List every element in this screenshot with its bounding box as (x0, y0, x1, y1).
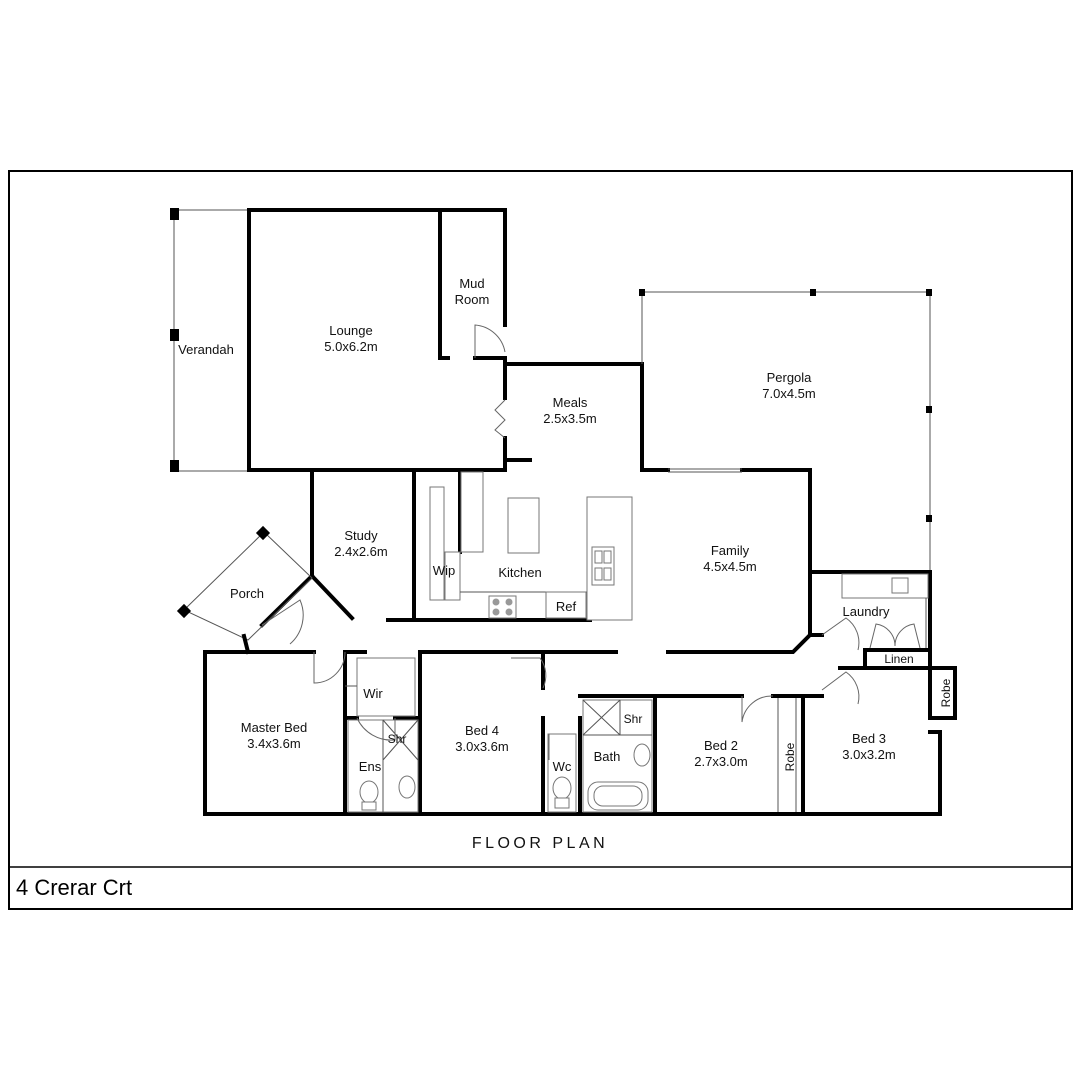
floor-plan-title: FLOOR PLAN (472, 835, 608, 852)
page-frame (8, 170, 1073, 910)
ens-label: Ens (359, 759, 382, 774)
lounge-bifold-door (494, 399, 506, 439)
bedroom-wing-walls (203, 650, 957, 816)
bed3-size: 3.0x3.2m (842, 747, 895, 762)
linen-label: Linen (884, 652, 913, 666)
laundry-area (808, 570, 932, 705)
bed4-label: Bed 4 (465, 723, 499, 738)
wir-label: Wir (363, 686, 383, 701)
master-bed-label: Master Bed (241, 720, 307, 735)
property-address: 4 Crerar Crt (16, 875, 132, 900)
lounge-walls (247, 208, 532, 472)
kitchen-label: Kitchen (498, 565, 541, 580)
pergola-size: 7.0x4.5m (762, 386, 815, 401)
laundry-label: Laundry (843, 604, 890, 619)
pergola-label: Pergola (767, 370, 813, 385)
porch-label: Porch (230, 586, 264, 601)
family-size: 4.5x4.5m (703, 559, 756, 574)
mud-room-door (474, 324, 506, 358)
meals-label: Meals (553, 395, 588, 410)
family-label: Family (711, 543, 750, 558)
verandah-label: Verandah (178, 342, 234, 357)
lounge-label: Lounge (329, 323, 372, 338)
mud-room-label-2: Room (455, 292, 490, 307)
ref-label: Ref (556, 599, 577, 614)
porch-area (176, 525, 313, 655)
bed4-size: 3.0x3.6m (455, 739, 508, 754)
bed2-size: 2.7x3.0m (694, 754, 747, 769)
study-size: 2.4x2.6m (334, 544, 387, 559)
kitchen-fixtures (429, 471, 633, 621)
family-walls (203, 632, 813, 654)
bath-label: Bath (594, 749, 621, 764)
study-label: Study (344, 528, 378, 543)
pergola-area (639, 289, 932, 573)
lounge-size: 5.0x6.2m (324, 339, 377, 354)
robe-bed3-label: Robe (939, 678, 953, 707)
ens-shr-label: Shr (388, 732, 407, 746)
wc-label: Wc (553, 759, 572, 774)
bedroom-wing-fixtures (345, 657, 797, 813)
robe-bed2-label: Robe (783, 742, 797, 771)
verandah-area (170, 208, 249, 472)
meals-size: 2.5x3.5m (543, 411, 596, 426)
master-bed-size: 3.4x3.6m (247, 736, 300, 751)
bed2-label: Bed 2 (704, 738, 738, 753)
meals-walls (503, 362, 812, 637)
bath-shr-label: Shr (624, 712, 643, 726)
mud-room-label-1: Mud (459, 276, 484, 291)
bedroom-wing-doors (313, 651, 774, 760)
wip-label: Wip (433, 563, 455, 578)
bed3-label: Bed 3 (852, 731, 886, 746)
kitchen-walls (412, 468, 592, 622)
